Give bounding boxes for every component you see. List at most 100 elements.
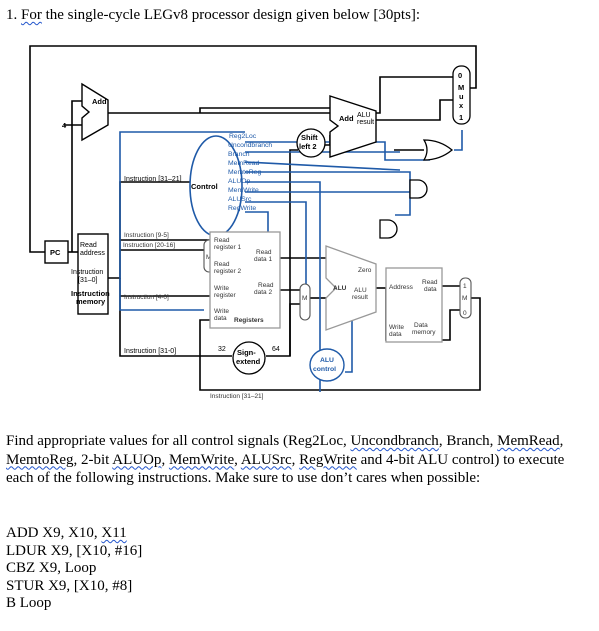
instruction-cbz-text: CBZ X9, Loop	[6, 560, 97, 576]
signal-uncondbranch: Uncondbranch	[228, 142, 272, 149]
top-mux-x: x	[459, 101, 464, 110]
instruction-stur: STUR X9, [X10, #8]	[6, 578, 142, 596]
dmem-write-line2: data	[389, 331, 402, 338]
zero-label: Zero	[358, 267, 372, 274]
task-text-mid6: ,	[291, 451, 300, 468]
instr-31-21-lower-label: Instruction [31–21]	[210, 393, 264, 400]
read-data2-line1: Read	[258, 282, 274, 289]
control-unit-label: Control	[191, 182, 218, 191]
task-aluop: ALUOp	[112, 451, 162, 468]
pc-adder	[81, 82, 109, 142]
dmem-read-line1: Read	[422, 279, 438, 286]
task-alusrc: ALUSrc	[240, 451, 292, 468]
alu-main-res-line1: ALU	[354, 287, 367, 294]
mux-right-one: 1	[463, 283, 467, 290]
instruction-add: ADD X9, X10, X11	[6, 525, 142, 543]
top-mux-m: M	[458, 83, 464, 92]
reg-read1-line1: Read	[214, 237, 230, 244]
main-alu	[325, 245, 377, 331]
alu-control	[309, 348, 345, 382]
data-memory	[385, 267, 443, 343]
task-text-mid2: ,	[559, 433, 564, 449]
and-gate-branch	[379, 219, 398, 239]
shift-left-2	[296, 128, 326, 158]
signal-memwrite: MemWrite	[228, 187, 259, 194]
instruction-b: B Loop	[6, 595, 142, 613]
dmem-name-line2: memory	[412, 329, 436, 336]
task-text-before: Find appropriate values for all control …	[6, 433, 351, 449]
question-underlined-word: For	[21, 7, 42, 23]
dmem-write-line1: Write	[389, 324, 404, 331]
adder-constant-four: 4	[62, 121, 67, 130]
sign-extend-line1: Sign-	[237, 348, 256, 357]
top-mux-one: 1	[459, 113, 463, 122]
signal-branch: Branch	[228, 151, 250, 158]
register-file	[209, 231, 281, 329]
task-text-mid4: ,	[161, 451, 169, 468]
instr-31-0-label: Instruction [31-0]	[124, 348, 176, 355]
signal-reg2loc: Reg2Loc	[229, 133, 257, 140]
branch-adder-alu: ALU	[357, 112, 371, 119]
top-mux-u: u	[459, 92, 464, 101]
alu-control-line1: ALU	[320, 357, 334, 364]
mux-right-zero: 0	[463, 310, 467, 317]
adder-label: Add	[92, 97, 107, 106]
dmem-name-line1: Data	[414, 322, 428, 329]
imem-read-line2: address	[80, 250, 105, 257]
instruction-cbz: CBZ X9, Loop	[6, 560, 142, 578]
memtoreg-mux-m: M	[462, 295, 467, 302]
or-gate	[422, 139, 454, 161]
shift-left-line2: left 2	[299, 142, 317, 151]
dmem-address: Address	[389, 284, 414, 291]
imem-read-line1: Read	[80, 242, 97, 249]
instruction-list: ADD X9, X10, X11 LDUR X9, [X10, #16] CBZ…	[6, 525, 142, 613]
task-text-after: and 4-bit ALU control) to execute each o…	[6, 451, 565, 487]
task-description: Find appropriate values for all control …	[6, 432, 592, 488]
reg-write-line2: register	[214, 292, 237, 299]
bits-64: 64	[272, 346, 280, 353]
instruction-b-text: B Loop	[6, 595, 52, 611]
pc-label: PC	[50, 248, 61, 257]
instruction-ldur-text: LDUR X9, [X10, #16]	[6, 542, 143, 559]
branch-adder-label: Add	[339, 114, 354, 123]
signal-memtoreg: MemtoReg	[228, 169, 261, 176]
task-text-mid5: ,	[234, 451, 241, 468]
reg-read2-line2: register 2	[214, 268, 241, 275]
branch-adder-result: result	[357, 119, 374, 126]
instr-9-5-label: Instruction [9-5]	[124, 232, 169, 239]
registers-label: Registers	[234, 317, 264, 324]
top-mux-zero: 0	[458, 71, 462, 80]
task-memtoreg: MemtoReg	[6, 451, 74, 468]
pc-source-mux	[452, 65, 471, 125]
task-memwrite: MemWrite	[168, 451, 235, 468]
instruction-stur-text: STUR X9, [X10, #8]	[6, 577, 133, 594]
signal-regwrite: RegWrite	[228, 205, 256, 212]
program-counter	[44, 240, 69, 264]
read-data2-line2: data 2	[254, 289, 272, 296]
instruction-memory	[77, 233, 109, 315]
reg-wdata-line1: Write	[214, 308, 229, 315]
read-data1-line1: Read	[256, 249, 272, 256]
task-text-mid1: , Branch,	[438, 433, 498, 449]
instruction-31-21-label: Instruction [31–21]	[124, 176, 182, 183]
question-title-rest: the single-cycle LEGv8 processor design …	[41, 7, 421, 23]
reg-read2-line1: Read	[214, 261, 230, 268]
alu-control-line2: control	[313, 366, 336, 373]
instruction-ldur: LDUR X9, [X10, #16]	[6, 543, 142, 561]
instr-20-16-label: Instruction [20-16]	[123, 242, 175, 249]
imem-name-line1: Instruction	[71, 289, 110, 298]
instr-4-0-label: Instruction [4-0]	[124, 294, 169, 301]
question-number: 1.	[6, 7, 18, 23]
reg2loc-mux-m: M	[206, 254, 211, 261]
task-memread: MemRead	[497, 433, 560, 449]
sign-extend-line2: extend	[236, 357, 261, 366]
alusrc-mux-m: M	[302, 295, 307, 302]
signal-aluop: ALUOp	[228, 178, 251, 185]
datapath-diagram: Add 4 Add ALU result Shift left 2 0 M u …	[29, 45, 481, 400]
and-gate-unconditional	[409, 179, 428, 199]
instruction-add-text: ADD X9, X10,	[6, 525, 102, 541]
shift-left-line1: Shift	[301, 133, 318, 142]
imem-instr-line2: [31–0]	[78, 277, 98, 284]
alusrc-mux	[299, 283, 311, 321]
memtoreg-mux	[459, 277, 472, 319]
